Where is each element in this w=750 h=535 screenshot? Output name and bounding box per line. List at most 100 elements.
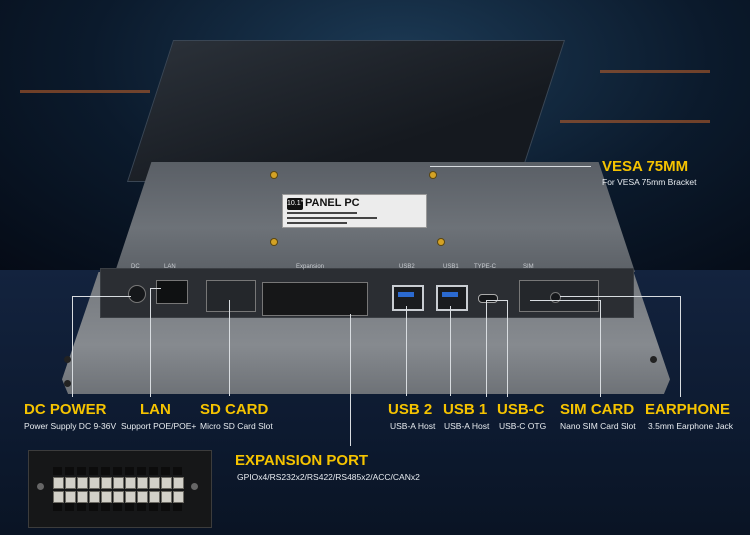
- expansion-terminal-block: [262, 282, 368, 316]
- dc-power-title: DC POWER: [24, 401, 107, 418]
- circuit-trace: [20, 90, 150, 93]
- vesa-title: VESA 75MM: [602, 158, 689, 175]
- label-line: [287, 217, 377, 219]
- terminal-pin: [53, 491, 64, 503]
- terminal-screw: [89, 503, 98, 511]
- terminal-screw: [137, 503, 146, 511]
- terminal-screw: [161, 503, 170, 511]
- usbc-callout-line: [486, 300, 508, 397]
- terminal-screw: [89, 467, 98, 475]
- expansion-callout-line: [350, 314, 351, 446]
- label-line: [287, 212, 357, 214]
- usb1-callout-line: [450, 306, 451, 396]
- earphone-title: EARPHONE: [645, 401, 731, 418]
- terminal-screw: [101, 503, 110, 511]
- terminal-pin: [53, 477, 64, 489]
- sim-card-subtitle: Nano SIM Card Slot: [560, 421, 636, 431]
- product-label-sticker: 10.1" PANEL PC: [282, 194, 427, 228]
- circuit-trace: [600, 70, 710, 73]
- io-label-expansion: Expansion: [296, 264, 325, 270]
- frame-screw: [64, 356, 71, 363]
- vesa-callout-line: [430, 166, 591, 167]
- usb2-callout-line: [406, 306, 407, 396]
- terminal-screw: [173, 503, 182, 511]
- sim-card-title: SIM CARD: [560, 401, 635, 418]
- dc-callout-line: [72, 296, 131, 397]
- terminal-screw: [53, 503, 62, 511]
- terminal-pin: [137, 477, 148, 489]
- terminal-pin: [173, 491, 184, 503]
- expansion-port-title: EXPANSION PORT: [235, 452, 369, 469]
- vesa-screw-hole: [430, 172, 436, 178]
- product-label-title: PANEL PC: [305, 197, 360, 209]
- sd-card-slot: [206, 280, 256, 312]
- terminal-pin: [161, 477, 172, 489]
- lan-subtitle: Support POE/POE+: [121, 421, 197, 431]
- size-badge: 10.1": [287, 198, 303, 210]
- terminal-screw: [65, 503, 74, 511]
- terminal-screw: [77, 467, 86, 475]
- terminal-pin: [89, 491, 100, 503]
- terminal-screw: [161, 467, 170, 475]
- earphone-callout-line: [560, 296, 681, 397]
- terminal-pin: [161, 491, 172, 503]
- terminal-pin: [77, 491, 88, 503]
- sd-card-title: SD CARD: [200, 401, 269, 418]
- terminal-mount-screw: [191, 483, 198, 490]
- io-label-dc: DC: [131, 264, 140, 270]
- usb1-title: USB 1: [443, 401, 488, 418]
- io-label-sim: SIM: [523, 264, 534, 270]
- terminal-pin: [65, 477, 76, 489]
- io-label-typec: TYPE-C: [474, 264, 497, 270]
- terminal-screw: [173, 467, 182, 475]
- usb-c-port: [478, 294, 498, 303]
- terminal-pin: [173, 477, 184, 489]
- terminal-screw: [101, 467, 110, 475]
- usb2-port: [392, 285, 424, 311]
- terminal-pin: [137, 491, 148, 503]
- terminal-screw: [113, 503, 122, 511]
- terminal-mount-screw: [37, 483, 44, 490]
- usb1-subtitle: USB-A Host: [444, 421, 490, 431]
- frame-screw: [64, 380, 71, 387]
- sd-callout-line: [229, 300, 230, 396]
- vesa-screw-hole: [438, 239, 444, 245]
- dc-power-jack: [128, 285, 146, 303]
- terminal-screw: [53, 467, 62, 475]
- terminal-screw: [137, 467, 146, 475]
- terminal-pin: [149, 477, 160, 489]
- dc-power-subtitle: Power Supply DC 9-36V: [24, 421, 117, 431]
- terminal-screw: [125, 467, 134, 475]
- terminal-screw: [149, 503, 158, 511]
- usb1-port: [436, 285, 468, 311]
- usbc-title: USB-C: [497, 401, 545, 418]
- terminal-pin: [65, 491, 76, 503]
- usbc-subtitle: USB-C OTG: [499, 421, 547, 431]
- vesa-screw-hole: [271, 172, 277, 178]
- terminal-pin: [125, 491, 136, 503]
- lan-callout-line: [150, 288, 161, 397]
- expansion-port-subtitle: GPIOx4/RS232x2/RS422/RS485x2/ACC/CANx2: [237, 472, 420, 482]
- earphone-jack: [550, 292, 561, 303]
- circuit-trace: [560, 120, 710, 123]
- terminal-screw: [77, 503, 86, 511]
- io-label-lan: LAN: [164, 264, 176, 270]
- lan-port: [156, 280, 188, 304]
- terminal-screw: [113, 467, 122, 475]
- terminal-pin: [113, 491, 124, 503]
- vesa-subtitle: For VESA 75mm Bracket: [602, 177, 697, 187]
- terminal-pin: [77, 477, 88, 489]
- lan-title: LAN: [140, 401, 171, 418]
- earphone-subtitle: 3.5mm Earphone Jack: [648, 421, 734, 431]
- terminal-screw: [125, 503, 134, 511]
- usb2-title: USB 2: [388, 401, 433, 418]
- terminal-pin: [113, 477, 124, 489]
- terminal-pin: [125, 477, 136, 489]
- usb2-subtitle: USB-A Host: [390, 421, 436, 431]
- terminal-pin: [149, 491, 160, 503]
- io-label-usb2: USB2: [399, 264, 415, 270]
- terminal-screw: [65, 467, 74, 475]
- terminal-pin: [101, 477, 112, 489]
- expansion-port-closeup: [28, 450, 212, 528]
- sim-callout-line: [530, 300, 601, 397]
